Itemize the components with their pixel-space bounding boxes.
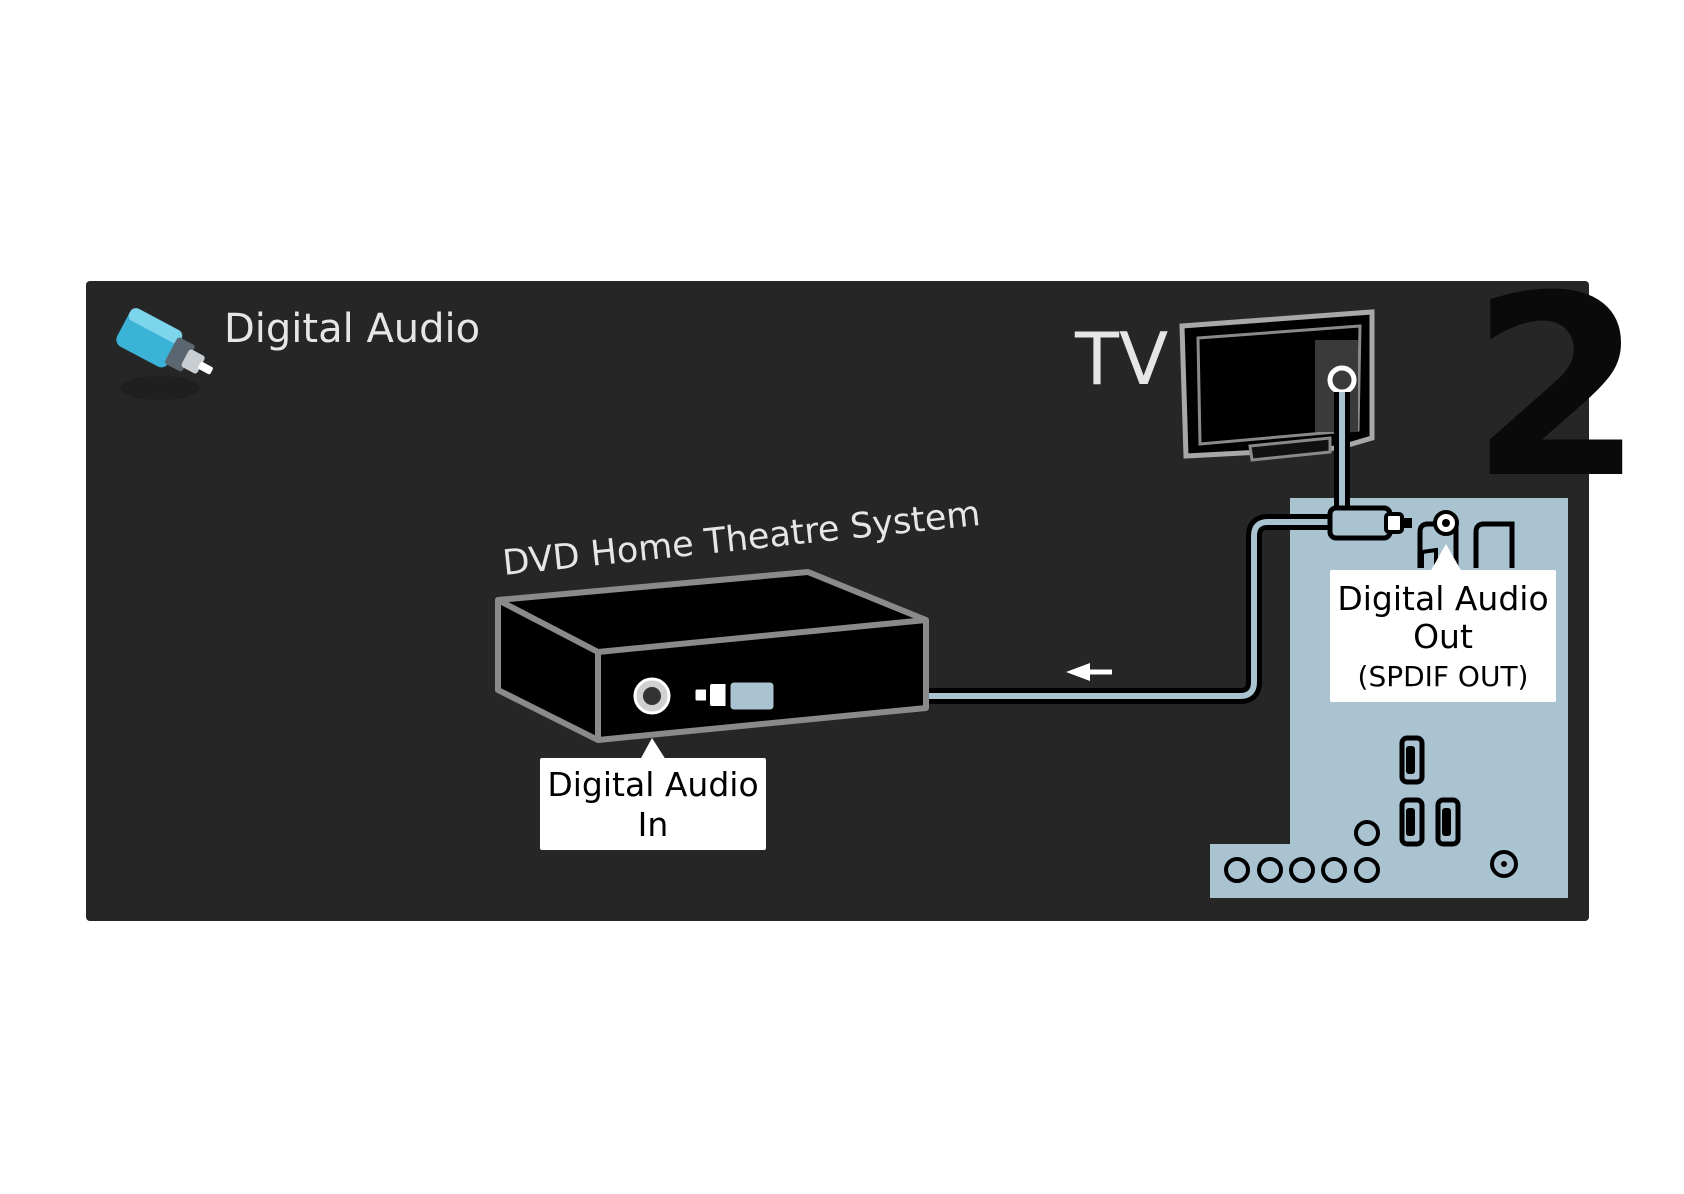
- dvd-home-theatre-icon: [495, 569, 929, 743]
- tv-icon: [1179, 309, 1375, 462]
- cable-plug-tv: [1327, 505, 1412, 541]
- optical-cable: [770, 514, 1340, 704]
- tv-label: TV: [1074, 317, 1168, 401]
- callout-in-line1: Digital Audio: [547, 765, 758, 804]
- page-title: Digital Audio: [224, 306, 480, 352]
- step-number: 2: [1470, 242, 1644, 533]
- callout-out-line3: (SPDIF OUT): [1358, 660, 1529, 693]
- callout-out-line2: Out: [1413, 617, 1473, 656]
- rca-cable-icon: [116, 307, 213, 400]
- callout-digital-audio-in: Digital Audio In: [540, 738, 766, 850]
- callout-out-line1: Digital Audio: [1337, 579, 1548, 618]
- callout-in-line2: In: [638, 805, 669, 844]
- signal-direction-arrow: [1066, 663, 1112, 681]
- callout-digital-audio-out: Digital Audio Out (SPDIF OUT): [1330, 544, 1556, 702]
